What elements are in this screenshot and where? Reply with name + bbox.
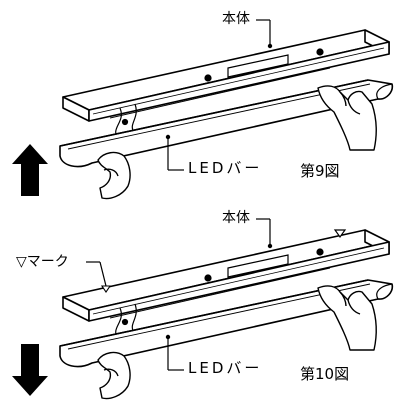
arrow-up-icon <box>12 144 48 196</box>
figure-10-drawing <box>12 218 394 400</box>
figure-9-caption: 第9図 <box>300 162 340 180</box>
figure-10-caption: 第10図 <box>300 365 350 383</box>
led-bar-label-fig10: LEDバー <box>188 359 263 377</box>
body-label-fig10: 本体 <box>222 210 250 226</box>
triangle-mark-label: ▽マーク <box>16 254 69 270</box>
led-bar-label-fig9: LEDバー <box>188 159 263 177</box>
triangle-mark-icon <box>333 229 347 239</box>
figure-9-drawing <box>12 19 394 200</box>
body-label-fig9: 本体 <box>222 11 250 27</box>
arrow-down-icon <box>12 344 48 396</box>
